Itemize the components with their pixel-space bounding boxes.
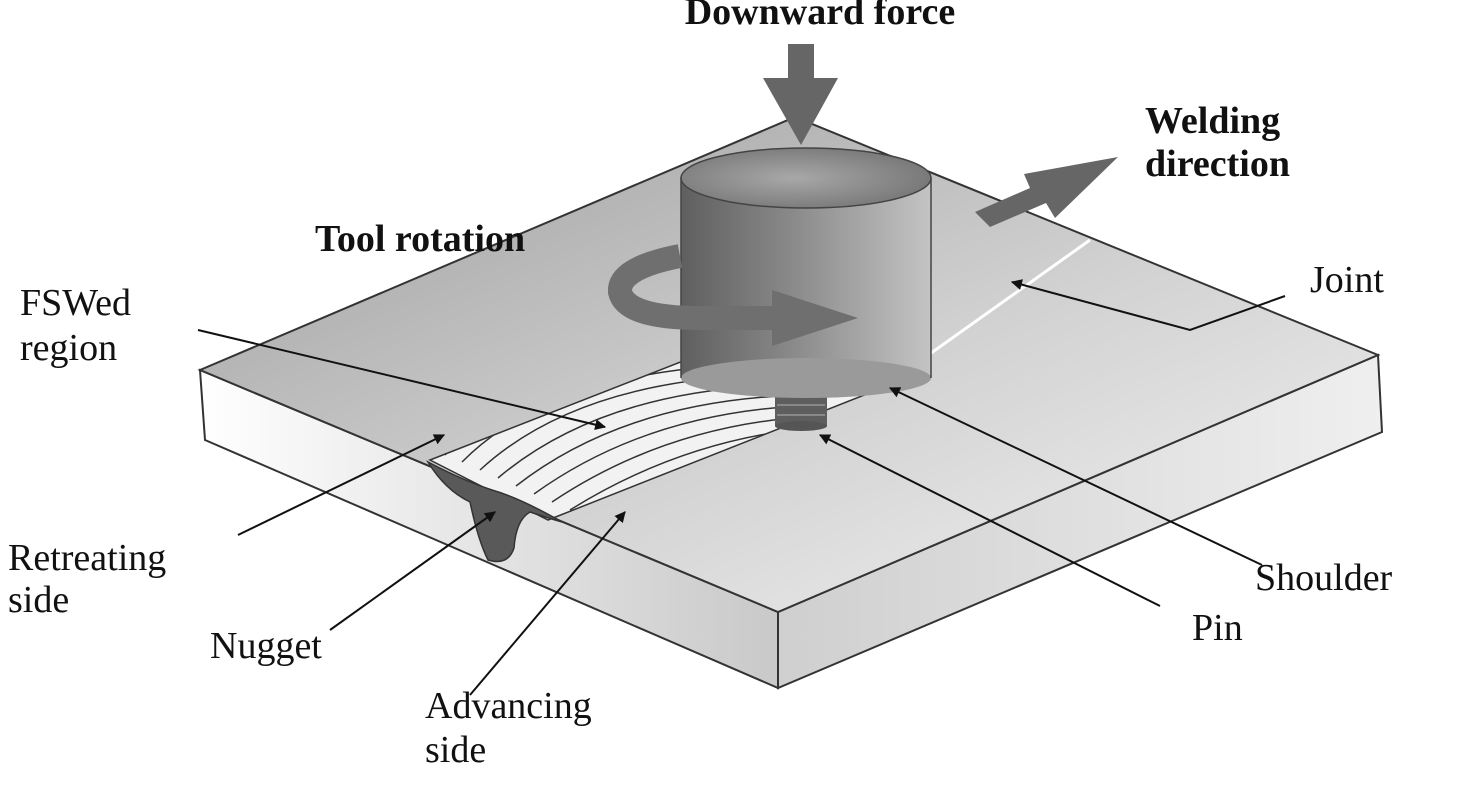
retreating-side-label-line2: side (8, 579, 69, 621)
pin-leader (819, 434, 1161, 607)
retreating-side-leader (237, 434, 445, 536)
fswed-region-leader (197, 329, 607, 431)
welding-direction-label-line2: direction (1145, 143, 1290, 185)
advancing-side-leader (469, 511, 626, 696)
leader-lines (197, 279, 1286, 696)
downward-force-arrow (763, 44, 838, 145)
fswed-region-label-line2: region (20, 327, 117, 369)
downward-force-label: Downward force (685, 0, 956, 33)
welding-direction-arrow (975, 157, 1118, 227)
joint-leader (1010, 279, 1286, 332)
tool-shoulder (680, 147, 932, 398)
shoulder-label: Shoulder (1255, 557, 1393, 599)
retreating-side-label-line1: Retreating (8, 537, 166, 579)
welding-direction-label-line1: Welding (1145, 100, 1280, 142)
nugget-leader (329, 511, 496, 631)
joint-label: Joint (1310, 259, 1384, 301)
shoulder-leader (889, 387, 1263, 566)
tool-rotation-arrow (608, 244, 858, 346)
advancing-side-label-line1: Advancing (425, 685, 592, 727)
pin-label: Pin (1192, 607, 1243, 649)
nugget-label: Nugget (210, 625, 322, 667)
fswed-region-label-line1: FSWed (20, 282, 131, 324)
tool-rotation-label: Tool rotation (315, 218, 525, 260)
advancing-side-label-line2: side (425, 729, 486, 771)
